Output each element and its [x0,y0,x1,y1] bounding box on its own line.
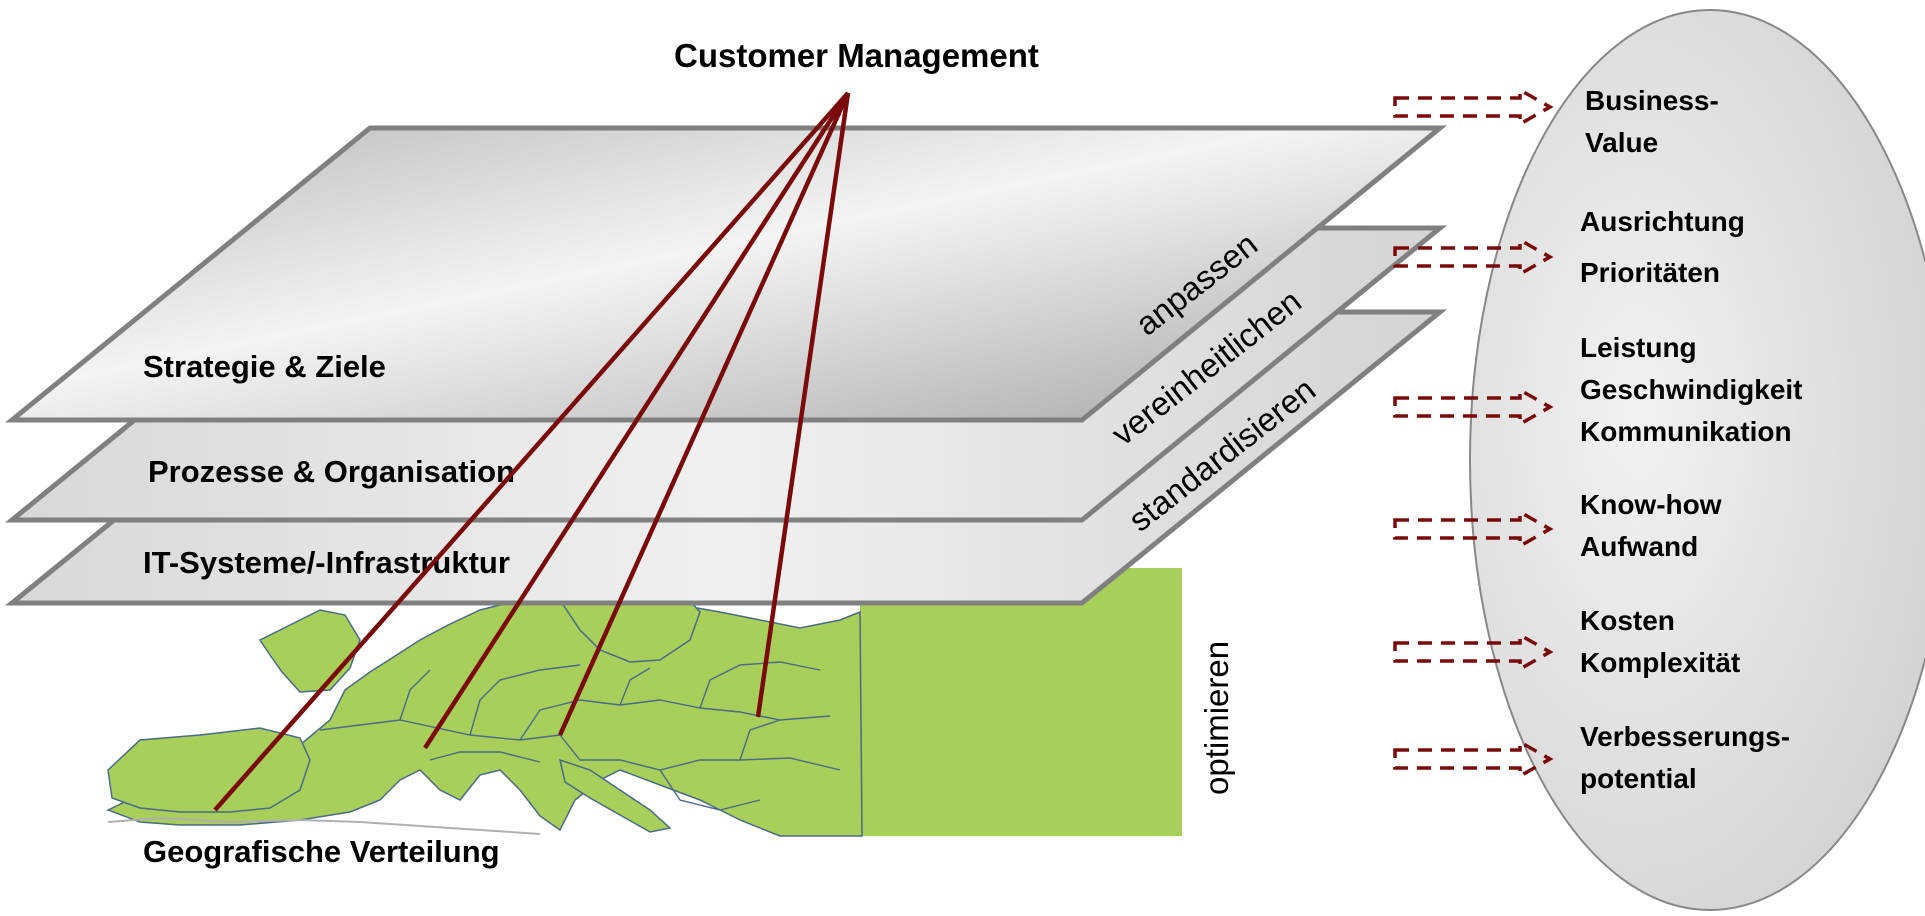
connector-line-central [557,92,851,736]
benefit-ausrichtung-line1: Ausrichtung [1580,206,1745,237]
benefit-verbesserung-line2: potential [1580,763,1697,794]
map-north-africa-coast [107,816,541,835]
benefit-know-how-line1: Know-how [1580,489,1722,520]
arrow-leistung [1393,386,1554,428]
benefit-leistung-line3: Kommunikation [1580,416,1792,447]
arrow-business-value [1393,86,1554,128]
europe-map [106,568,1182,837]
layer-strategy-plane [4,125,1448,423]
benefit-ausrichtung-line2: Prioritäten [1580,257,1720,288]
connector-line-france [423,91,850,750]
benefit-labels: Business- Value Ausrichtung Prioritäten … [1580,85,1803,794]
benefit-leistung-line2: Geschwindigkeit [1580,374,1803,405]
arrow-ausrichtung [1393,236,1554,278]
benefit-verbesserung-line1: Verbesserungs- [1580,721,1790,752]
connector-line-iberia [213,91,850,812]
map-britain [258,609,361,693]
map-action-optimieren: optimieren [1198,641,1235,795]
benefit-arrows [1393,86,1554,780]
benefit-kosten-line1: Kosten [1580,605,1675,636]
map-italy [558,758,672,833]
customer-management-connectors [213,91,851,812]
map-label-geografische-verteilung: Geografische Verteilung [143,834,500,869]
layer-label-processes: Prozesse & Organisation [148,454,515,489]
layer-label-it-systems: IT-Systeme/-Infrastruktur [143,545,510,580]
map-iberia [107,727,311,813]
map-country-borders [319,661,841,811]
map-background [860,568,1182,836]
benefit-know-how-line2: Aufwand [1580,531,1698,562]
arrow-kosten [1393,631,1554,673]
benefit-business-value-line1: Business- [1585,85,1719,116]
arrow-verbesserung [1393,738,1554,780]
arrow-know-how [1393,508,1554,550]
benefit-kosten-line2: Komplexität [1580,647,1740,678]
layer-strategy [4,125,1448,423]
benefit-business-value-line2: Value [1585,127,1658,158]
benefits-ellipse [1469,9,1925,911]
connector-line-east [755,92,851,718]
layer-label-strategy: Strategie & Ziele [143,349,386,384]
diagram-title: Customer Management [674,37,1039,74]
benefit-leistung-line1: Leistung [1580,332,1697,363]
